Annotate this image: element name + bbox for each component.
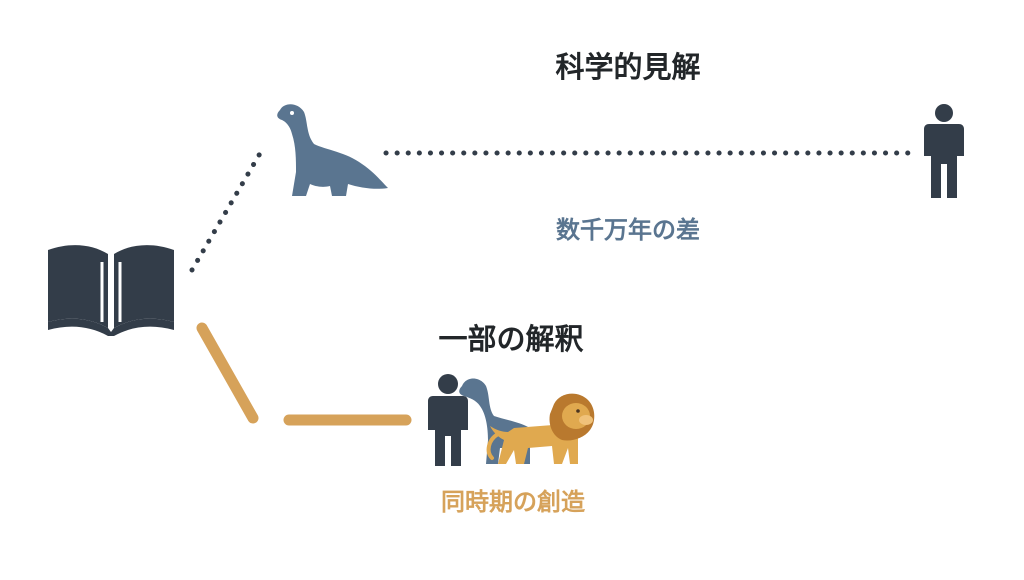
person-icon-modern <box>924 104 964 198</box>
creation-path-connector <box>196 322 412 426</box>
coexistence-group <box>428 374 595 466</box>
open-book-icon <box>48 245 174 336</box>
time-gap-label: 数千万年の差 <box>556 216 700 244</box>
partial-interpretation-title: 一部の解釈 <box>438 322 584 356</box>
person-icon-coexisting <box>428 374 468 466</box>
scientific-path-connector <box>189 147 265 273</box>
dinosaur-icon <box>277 104 388 196</box>
scientific-view-title: 科学的見解 <box>555 50 701 84</box>
simultaneous-creation-label: 同時期の創造 <box>441 488 585 516</box>
lion-icon <box>486 393 595 464</box>
